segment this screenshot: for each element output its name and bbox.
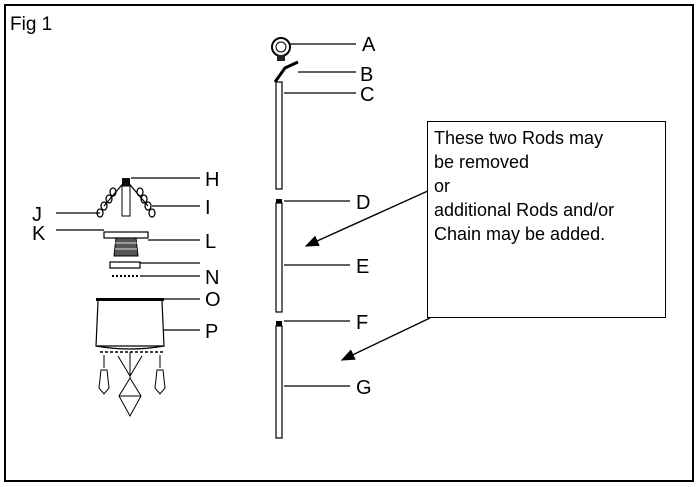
part-b-wire bbox=[273, 60, 299, 83]
crystal-pendants bbox=[98, 352, 166, 418]
label-j: J bbox=[32, 204, 42, 226]
part-socket-ring bbox=[109, 261, 141, 269]
part-p-shade bbox=[95, 298, 165, 353]
label-e: E bbox=[356, 256, 369, 278]
part-f-cap bbox=[276, 321, 282, 326]
arrow-to-rod-g bbox=[340, 317, 431, 361]
part-c-rod bbox=[275, 81, 283, 190]
label-g: G bbox=[356, 377, 372, 399]
figure-title: Fig 1 bbox=[10, 14, 53, 35]
label-k: K bbox=[32, 223, 46, 245]
label-f: F bbox=[356, 312, 368, 334]
label-b: B bbox=[360, 64, 373, 86]
label-l: L bbox=[205, 231, 216, 253]
note-line-2: be removed bbox=[434, 152, 530, 172]
leader-lines-right bbox=[284, 43, 356, 387]
label-a: A bbox=[362, 34, 376, 56]
label-i: I bbox=[205, 197, 211, 219]
part-g-rod bbox=[275, 325, 283, 439]
part-h-canopy bbox=[103, 178, 149, 217]
part-j-chain bbox=[96, 187, 156, 218]
part-a-ring bbox=[271, 37, 291, 61]
note-line-5: Chain may be added. bbox=[434, 224, 606, 244]
note-box: These two Rods may be removed or additio… bbox=[427, 121, 666, 318]
label-n: N bbox=[205, 267, 219, 289]
label-h: H bbox=[205, 169, 219, 191]
label-c: C bbox=[360, 84, 374, 106]
note-line-4: additional Rods and/or bbox=[434, 200, 615, 220]
label-o: O bbox=[205, 289, 221, 311]
leader-lines-left bbox=[56, 177, 200, 331]
part-l-socket bbox=[103, 231, 149, 257]
label-p: P bbox=[205, 321, 218, 343]
part-e-rod bbox=[275, 202, 283, 313]
arrow-to-rod-e bbox=[304, 189, 431, 247]
part-d-cap bbox=[276, 199, 282, 203]
note-line-1: These two Rods may bbox=[434, 128, 604, 148]
label-d: D bbox=[356, 192, 370, 214]
note-line-3: or bbox=[434, 176, 451, 196]
